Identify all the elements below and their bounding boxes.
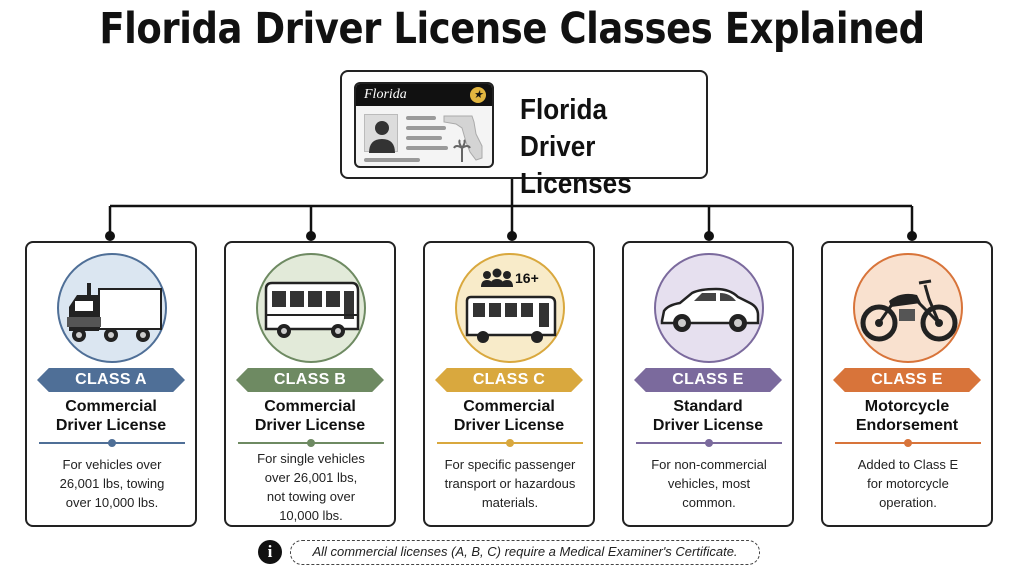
class-badge: CLASS A xyxy=(37,368,185,392)
passenger-bus-icon xyxy=(465,268,557,343)
semi-truck-icon xyxy=(67,283,162,342)
card-divider xyxy=(238,439,384,447)
license-card-class-e: CLASS E Standard Driver License For non-… xyxy=(622,241,794,527)
car-icon xyxy=(660,287,760,332)
card-title: Standard Driver License xyxy=(652,398,764,434)
license-card-motorcycle: CLASS E Motorcycle Endorsement Added to … xyxy=(821,241,993,527)
info-icon: i xyxy=(258,540,282,564)
star-icon: ★ xyxy=(470,87,486,103)
hub-box: Florida ★ Florida Driver Licenses xyxy=(340,70,708,200)
bus-icon xyxy=(264,281,360,338)
class-badge: CLASS E xyxy=(634,368,782,392)
card-title: Motorcycle Endorsement xyxy=(855,398,959,434)
card-title: Commercial Driver License xyxy=(55,398,167,434)
class-badge: CLASS C xyxy=(435,368,583,392)
card-description: For single vehicles over 26,001 lbs, not… xyxy=(257,451,365,523)
class-badge: CLASS E xyxy=(833,368,981,392)
license-card-class-b: CLASS B Commercial Driver License For si… xyxy=(224,241,396,527)
card-description: For non-commercial vehicles, most common… xyxy=(651,457,767,510)
hub-title: Florida Driver Licenses xyxy=(520,94,632,200)
class-badge: CLASS B xyxy=(236,368,384,392)
card-description: Added to Class E for motorcycle operatio… xyxy=(857,457,959,510)
license-card-class-c: 16+ CLASS C Commercial Driver License Fo… xyxy=(423,241,595,527)
license-card-class-a: CLASS A Commercial Driver License For ve… xyxy=(25,241,197,527)
card-title: Commercial Driver License xyxy=(453,398,565,434)
passenger-count-label: 16+ xyxy=(515,270,539,286)
motorcycle-icon xyxy=(860,279,958,342)
florida-map-icon xyxy=(443,115,483,162)
card-divider xyxy=(437,439,583,447)
card-description: For vehicles over 26,001 lbs, towing ove… xyxy=(59,457,165,510)
card-description: For specific passenger transport or haza… xyxy=(444,457,576,510)
page-title: Florida Driver License Classes Explained xyxy=(99,4,925,54)
people-icon xyxy=(481,268,513,287)
card-divider xyxy=(39,439,185,447)
portrait-icon xyxy=(364,114,398,153)
license-card-label: Florida xyxy=(364,87,407,102)
card-divider xyxy=(835,439,981,447)
card-divider xyxy=(636,439,782,447)
license-card-icon: Florida ★ xyxy=(354,82,494,168)
card-title: Commercial Driver License xyxy=(254,398,366,434)
footer-note: All commercial licenses (A, B, C) requir… xyxy=(290,540,760,565)
